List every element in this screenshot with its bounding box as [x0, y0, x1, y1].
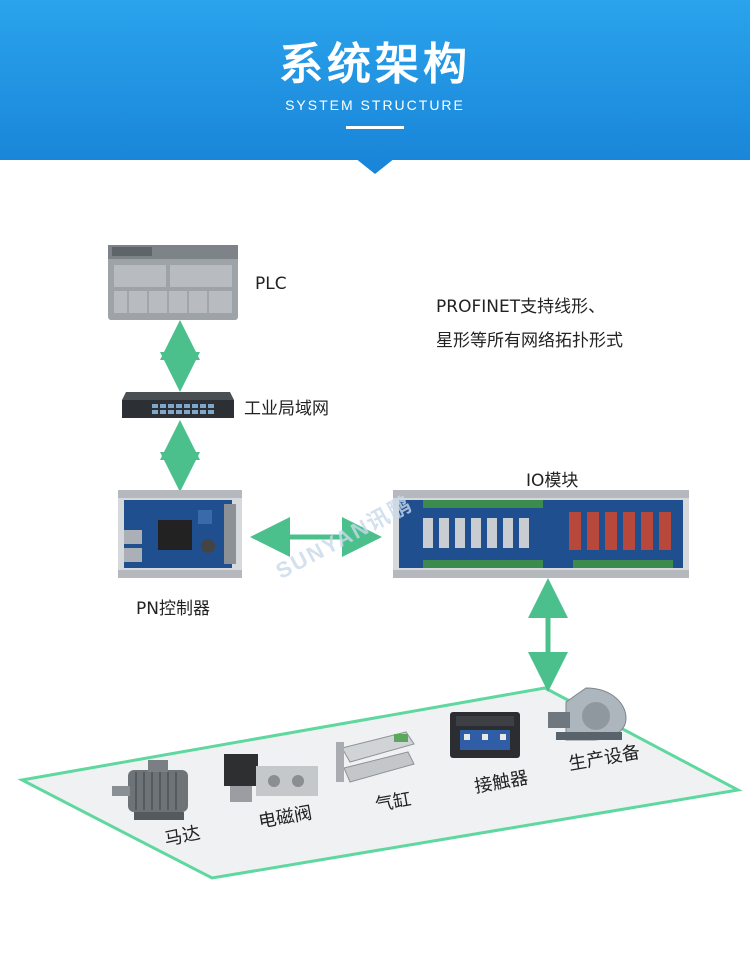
io-module-icon [393, 490, 689, 578]
motor-icon [112, 760, 188, 820]
solenoid-valve-icon [224, 754, 318, 802]
io-module-label: IO模块 [526, 471, 579, 491]
plc-label: PLC [255, 274, 287, 294]
topology-note-line1: PROFINET支持线形、 [436, 297, 606, 317]
pn-controller-label: PN控制器 [136, 599, 210, 619]
plc-icon [108, 245, 238, 320]
page-subtitle: SYSTEM STRUCTURE [285, 97, 465, 113]
pn-controller-icon [118, 490, 242, 578]
topology-note-line2: 星形等所有网络拓扑形式 [436, 331, 623, 351]
network-switch-icon [122, 392, 234, 418]
production-fan-icon [548, 687, 627, 741]
air-cylinder-icon [336, 731, 415, 783]
switch-label: 工业局域网 [244, 399, 329, 419]
header-banner [0, 0, 750, 160]
header-notch [355, 158, 395, 174]
page-title: 系统架构 [279, 39, 471, 90]
title-underline [346, 126, 404, 129]
contactor-icon [450, 712, 520, 758]
